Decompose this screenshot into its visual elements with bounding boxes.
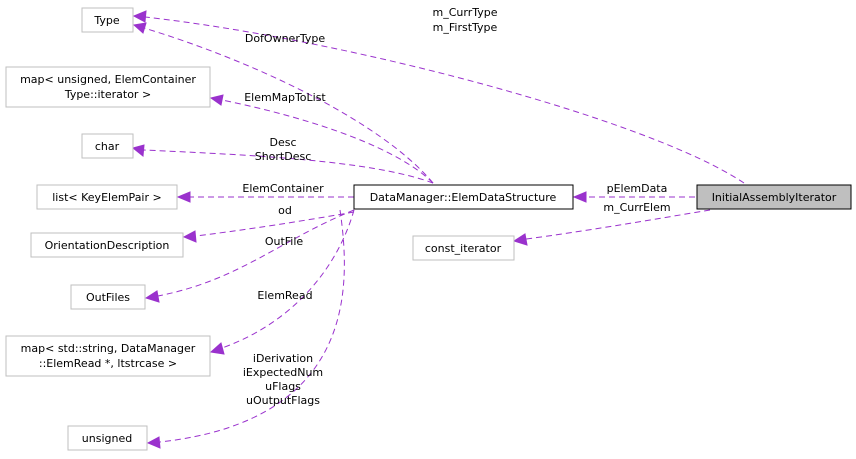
edge-elem-container <box>176 191 354 203</box>
label-curr-type-2: m_FirstType <box>433 21 498 34</box>
edge-elem-map-to-list <box>209 94 434 184</box>
node-map-string-line-2: ::ElemRead *, ltstrcase > <box>39 357 177 370</box>
node-orientation-label: OrientationDescription <box>45 239 170 252</box>
edge-labels: m_CurrType m_FirstType DofOwnerType Elem… <box>242 6 670 407</box>
label-desc-1: Desc <box>269 136 296 149</box>
label-curr-type-1: m_CurrType <box>433 6 498 19</box>
label-out-file: OutFile <box>265 235 304 248</box>
node-initial-assembly-label: InitialAssemblyIterator <box>712 191 837 204</box>
label-iderivation-1: iDerivation <box>253 352 313 365</box>
node-map-elem-line-2: Type::iterator > <box>64 88 151 101</box>
edge-curr-type <box>132 10 745 184</box>
label-iderivation-2: iExpectedNum <box>243 366 323 379</box>
node-list-keyelempair[interactable]: list< KeyElemPair > <box>36 184 178 210</box>
node-unsigned-label: unsigned <box>82 432 132 445</box>
node-initial-assembly-iterator[interactable]: InitialAssemblyIterator <box>696 184 852 210</box>
node-const-iterator[interactable]: const_iterator <box>412 235 515 261</box>
edge-m-curr-elem <box>512 209 711 246</box>
label-iderivation-3: uFlags <box>265 380 301 393</box>
edge-iderivation <box>146 209 345 449</box>
label-m-curr-elem: m_CurrElem <box>603 201 670 214</box>
edge-od <box>182 211 355 243</box>
label-dof-owner-type: DofOwnerType <box>245 32 325 45</box>
label-p-elem-data: pElemData <box>607 182 668 195</box>
node-map-string-dataManager[interactable]: map< std::string, DataManager ::ElemRead… <box>5 335 211 377</box>
node-data-manager-elem-data-structure[interactable]: DataManager::ElemDataStructure <box>353 184 574 210</box>
edge-desc <box>131 144 434 184</box>
edge-dof-owner-type <box>132 22 434 184</box>
node-data-manager-label: DataManager::ElemDataStructure <box>370 191 557 204</box>
label-od: od <box>278 204 292 217</box>
node-map-string-line-1: map< std::string, DataManager <box>21 342 196 355</box>
node-char[interactable]: char <box>81 133 134 159</box>
node-const-iterator-label: const_iterator <box>425 242 502 255</box>
node-outfiles-label: OutFiles <box>86 291 130 304</box>
label-elem-map-to-list: ElemMapToList <box>244 91 326 104</box>
label-iderivation-4: uOutputFlags <box>246 394 320 407</box>
node-unsigned[interactable]: unsigned <box>67 425 148 451</box>
edge-p-elem-data <box>572 191 695 203</box>
node-map-elem-line-1: map< unsigned, ElemContainer <box>20 73 196 86</box>
node-type-label: Type <box>93 14 119 27</box>
edge-elem-read <box>209 209 355 355</box>
label-elem-container: ElemContainer <box>242 182 324 195</box>
node-outfiles[interactable]: OutFiles <box>70 284 146 310</box>
node-char-label: char <box>95 140 120 153</box>
node-list-label: list< KeyElemPair > <box>52 191 161 204</box>
edge-out-file <box>144 209 355 303</box>
label-elem-read: ElemRead <box>257 289 312 302</box>
label-desc-2: ShortDesc <box>255 150 312 163</box>
node-map-unsigned-elemcontainer[interactable]: map< unsigned, ElemContainer Type::itera… <box>5 66 211 108</box>
node-type[interactable]: Type <box>81 7 134 33</box>
node-orientation-description[interactable]: OrientationDescription <box>30 232 184 258</box>
